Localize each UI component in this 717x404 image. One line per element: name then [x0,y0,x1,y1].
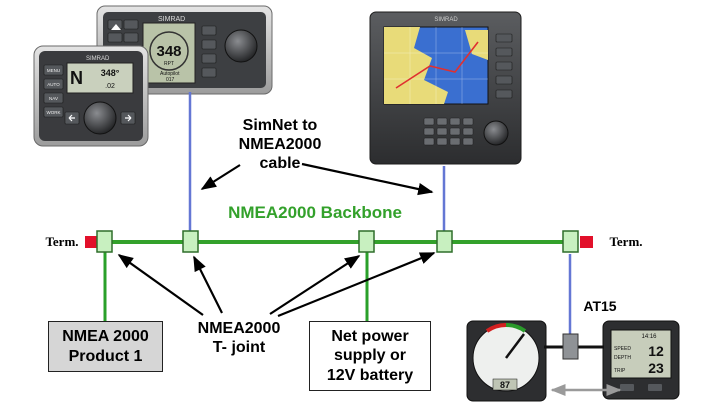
t-joint-connector [562,230,579,253]
key-label: MENU [47,68,60,73]
terminator-right-label: Term. [609,234,643,249]
t-joint-connector [358,230,375,253]
arrow-right-icon [125,114,132,122]
autopilot-back-screen [142,22,196,84]
autopilot-front-device: SIMRAD N 348° .02 MENU AUTO NAV WORK [33,45,149,147]
data-display-device: 14:16 SPEED DEPTH TRIP 12 23 [602,320,680,400]
autopilot-back-knob [224,29,258,63]
autopilot-back-footer: 017 [166,77,175,83]
data-row-label: TRIP [614,368,626,374]
t-joint-connector [96,230,113,253]
chartplotter-device: SIMRAD [369,11,522,165]
key-label: NAV [49,96,58,101]
nmea2000-product-box: NMEA 2000 Product 1 [48,321,163,372]
data-row-label: SPEED [614,346,631,352]
t-joint-label-line: T- joint [212,338,266,356]
t-joint-label: NMEA2000 T- joint [188,320,290,358]
autopilot-front-screen [66,62,134,94]
arrow-tjoint-3 [269,255,361,315]
autopilot-back-keys [107,19,217,78]
simnet-cable-label-line: cable [259,154,301,172]
data-display-header: 14:16 [641,334,657,340]
at15-adapter [562,333,579,360]
t-joint-label-line: NMEA2000 [197,320,281,337]
autopilot-front-readout: .02 [105,83,115,90]
key-label: WORK [47,110,61,115]
power-box-line: Net power [331,327,409,345]
home-icon [111,24,121,30]
autopilot-front-keys: MENU AUTO NAV WORK [43,64,136,125]
wind-value: 87 [500,380,510,390]
chartplotter-side-keys [495,33,513,99]
arrow-cable-left [200,164,241,190]
autopilot-back-brand: SIMRAD [158,16,185,23]
autopilot-back-heading-unit: RPT [164,61,174,67]
simnet-cable-label-line: NMEA2000 [238,135,322,153]
backbone-title: NMEA2000 Backbone [228,203,402,222]
chartplotter-cursor-pad [483,120,509,146]
t-joint-connector [436,230,453,253]
autopilot-back-status: Autopilot [160,71,180,77]
chartplotter-keypad [423,117,474,146]
simnet-cable-label: SimNet to NMEA2000 cable [225,117,335,174]
at15-label: AT15 [583,298,617,314]
chartplotter-brand: SIMRAD [434,17,458,23]
autopilot-front-heading: 348° [101,68,120,78]
arrow-tjoint-4 [277,251,436,318]
terminator-left-label: Term. [45,234,79,249]
wind-needle [505,333,525,359]
compass-rose-icon [149,31,189,71]
product-box-line: Product 1 [68,347,143,365]
product-box-line: NMEA 2000 [62,327,149,345]
simnet-cable-label-line: SimNet to [242,117,318,134]
arrow-tjoint-1 [117,254,204,316]
power-box-line: 12V battery [326,366,414,384]
wind-instrument-device: 87 [466,320,547,402]
data-value-2: 23 [648,360,664,376]
autopilot-front-knob [83,101,117,135]
key-label: AUTO [47,82,60,87]
autopilot-front-mode: N [70,68,83,88]
data-row-label: DEPTH [614,355,631,361]
arrow-cable-right [301,162,434,196]
autopilot-back-heading: 348 [156,43,181,60]
power-supply-box: Net power supply or 12V battery [309,321,431,391]
route-line [395,41,479,89]
autopilot-front-brand: SIMRAD [86,56,110,62]
power-box-line: supply or [333,347,406,365]
t-joint-connector [182,230,199,253]
terminator-left [85,236,98,248]
data-value-1: 12 [648,343,664,359]
arrow-left-icon [68,114,75,122]
terminator-right [580,236,593,248]
arrow-tjoint-2 [193,255,223,314]
